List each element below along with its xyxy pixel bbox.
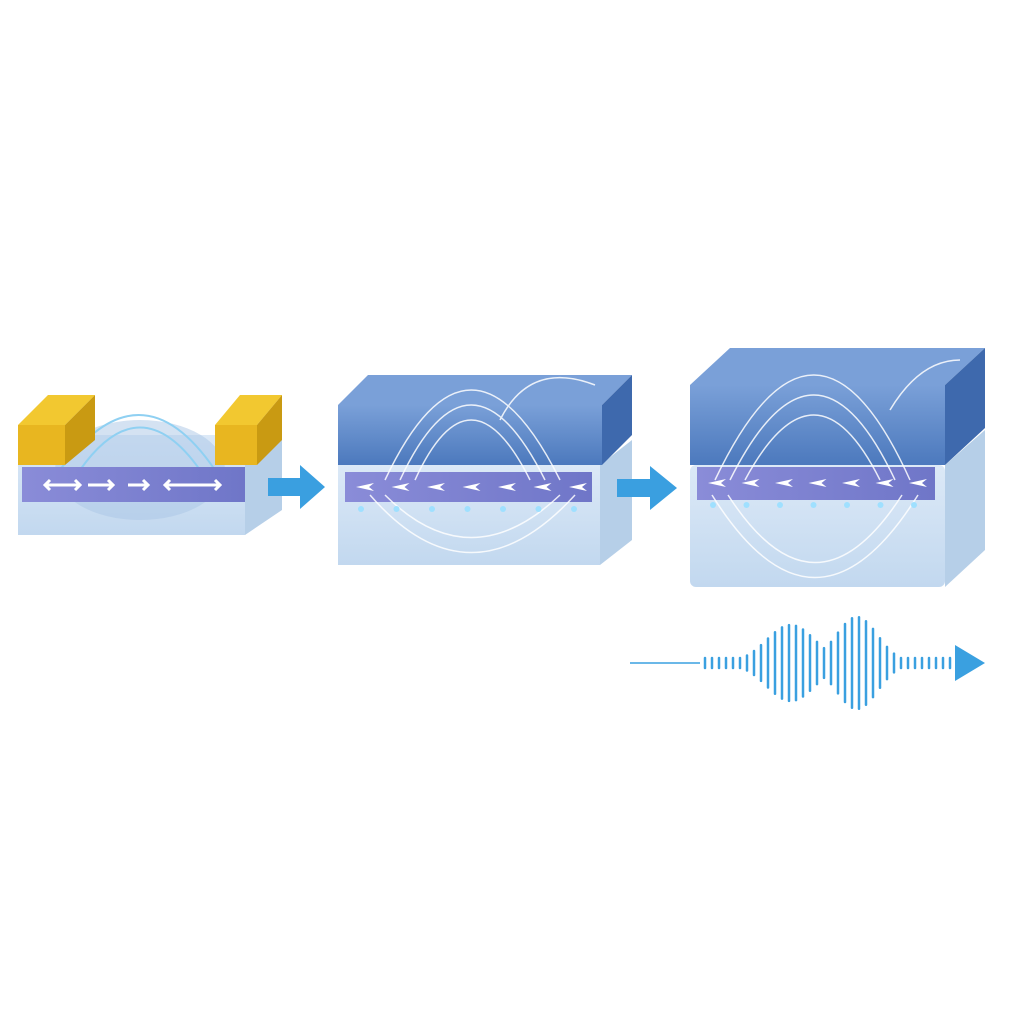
cap-top: [690, 348, 985, 385]
gold-contact-left: [18, 425, 65, 465]
electron-arrow-icon: [741, 479, 760, 487]
cap-top: [338, 375, 632, 405]
stage-2-device: [338, 375, 632, 565]
electron-arrow-icon: [708, 479, 726, 487]
substrate-side: [945, 430, 985, 587]
electron-arrows: [42, 478, 223, 492]
electron-dot: [429, 506, 435, 512]
electron-dot: [535, 506, 542, 512]
cap-side: [602, 375, 632, 465]
field-lines: [369, 377, 596, 554]
gold-contact-right: [215, 425, 257, 465]
stage-1-device: [18, 395, 282, 535]
electron-arrow-icon: [462, 483, 481, 491]
electron-arrow-icon: [498, 483, 516, 491]
electron-dot: [911, 502, 917, 508]
electron-arrow-icon: [391, 483, 410, 491]
gold-contact-right-side: [257, 395, 282, 465]
stage-3-device: [690, 348, 985, 587]
gold-contact-left-top: [18, 395, 95, 425]
electron-dot: [571, 506, 577, 512]
cap-side: [945, 348, 985, 465]
electron-dot: [464, 506, 471, 512]
process-arrow-1: [268, 465, 325, 509]
process-arrow-2: [617, 466, 677, 510]
electron-arrow-icon: [356, 483, 374, 491]
electron-arrow-icon: [909, 479, 927, 487]
electron-dot: [777, 502, 783, 508]
electron-arrow-icon: [569, 483, 587, 491]
electron-dot: [393, 506, 400, 512]
cap-front: [338, 405, 602, 465]
electron-arrow-icon: [775, 479, 793, 487]
electron-dot: [844, 502, 850, 508]
electron-dot: [743, 502, 750, 508]
electron-dot: [877, 502, 884, 508]
electron-dot: [810, 502, 817, 508]
gold-contact-right-top: [215, 395, 282, 425]
electron-arrow-icon: [875, 479, 894, 487]
electron-markers: [356, 483, 587, 512]
field-line: [79, 426, 201, 471]
cap-front: [690, 385, 945, 465]
substrate-side: [600, 440, 632, 565]
output-waveform: [630, 615, 985, 711]
gold-contact-left-side: [65, 395, 95, 465]
field-lines: [711, 359, 961, 579]
electron-markers: [708, 479, 927, 508]
electron-arrow-icon: [533, 483, 552, 491]
electron-arrow-icon: [808, 479, 827, 487]
electron-dot: [710, 502, 716, 508]
electron-dot: [500, 506, 506, 512]
electron-arrow-icon: [842, 479, 860, 487]
electron-arrow-icon: [427, 483, 445, 491]
electron-dot: [358, 506, 364, 512]
waveform-arrowhead: [955, 645, 985, 681]
